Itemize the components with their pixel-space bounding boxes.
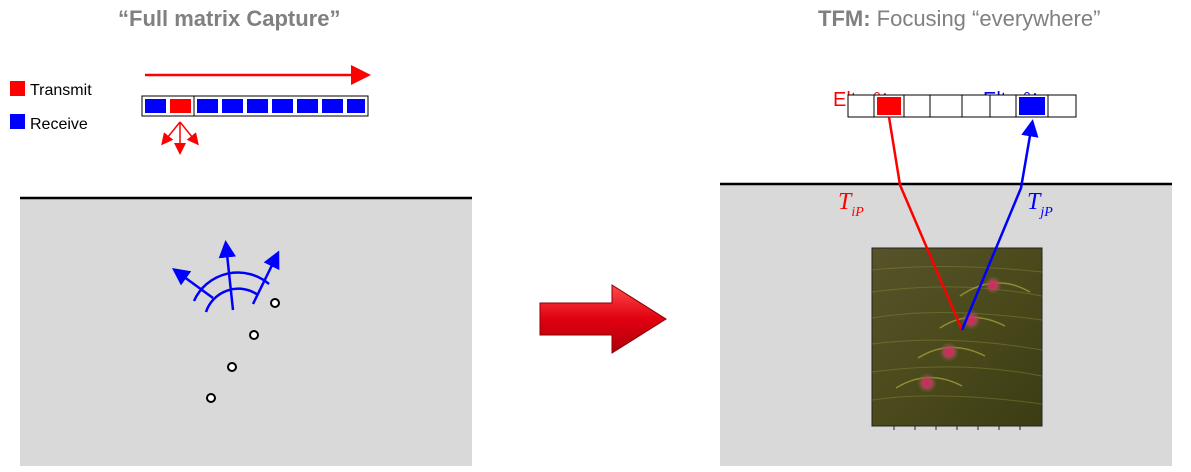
- array-element-transmit: [170, 99, 191, 113]
- receive-legend-swatch: [10, 114, 25, 129]
- defect-point: [270, 298, 280, 308]
- wavefront-icon: [171, 240, 280, 313]
- tfm-defect-spot: [917, 373, 937, 393]
- tfm-defect-spot: [939, 342, 959, 362]
- element-i: [877, 97, 901, 115]
- fmc-specimen: [20, 198, 472, 466]
- array-element: [297, 99, 318, 113]
- fmc-transducer-array: [141, 95, 369, 117]
- time-of-flight-i-label: TiP: [838, 189, 864, 220]
- element-j: [1019, 97, 1045, 115]
- receive-legend-label: Receive: [30, 116, 88, 133]
- defect-points: [206, 298, 280, 403]
- tfm-title-bold: TFM:: [818, 6, 871, 31]
- receive-ray-path: [960, 119, 1039, 331]
- array-element: [197, 99, 218, 113]
- defect-point: [227, 362, 237, 372]
- transition-arrow-icon: [539, 284, 667, 354]
- time-of-flight-j-label: TjP: [1027, 189, 1053, 220]
- transmit-legend-label: Transmit: [30, 82, 92, 99]
- tfm-title: TFM: Focusing “everywhere”: [818, 6, 1100, 32]
- array-element: [322, 99, 343, 113]
- defect-point: [249, 330, 259, 340]
- defect-point: [206, 393, 216, 403]
- tfm-transducer-array: [847, 94, 1077, 118]
- array-element: [222, 99, 243, 113]
- array-element: [347, 99, 365, 113]
- array-element: [247, 99, 268, 113]
- fmc-title: “Full matrix Capture”: [118, 6, 341, 31]
- transmit-legend-swatch: [10, 81, 25, 96]
- transmit-ray-path: [887, 116, 964, 331]
- array-element: [272, 99, 293, 113]
- array-element: [145, 99, 166, 113]
- tfm-defect-spot: [961, 310, 981, 330]
- tfm-image: [871, 247, 1043, 430]
- tfm-defect-spot: [984, 276, 1002, 294]
- emission-arrows-icon: [161, 121, 199, 155]
- tfm-title-rest: Focusing “everywhere”: [870, 6, 1101, 31]
